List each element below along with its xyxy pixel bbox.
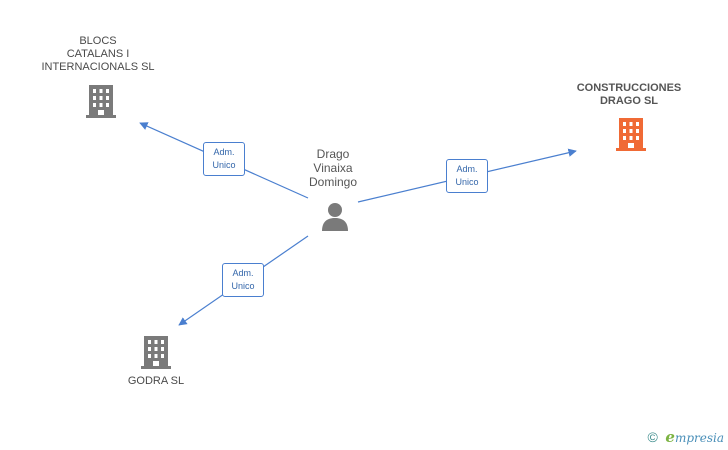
person-name-line: Vinaixa: [313, 161, 353, 175]
company-name-line: CONSTRUCCIONES: [576, 82, 682, 94]
company-label-construcciones[interactable]: CONSTRUCCIONES DRAGO SL: [563, 82, 695, 108]
company-label-godra[interactable]: GODRA SL: [106, 375, 206, 388]
edge-label-blocs[interactable]: Adm. Unico: [203, 142, 245, 176]
edge-label-line: Unico: [231, 281, 255, 291]
edge-label-construcciones[interactable]: Adm. Unico: [446, 159, 488, 193]
company-name-line: BLOCS: [79, 35, 117, 47]
building-icon[interactable]: [140, 334, 172, 370]
brand-logo[interactable]: empresia: [665, 428, 724, 446]
brand-name: mpresia: [674, 431, 724, 445]
person-name-line: Drago: [316, 147, 350, 161]
edge-label-line: Unico: [212, 160, 236, 170]
company-name-line: CATALANS I: [66, 48, 130, 60]
edge-label-line: Adm.: [213, 147, 235, 157]
company-label-blocs[interactable]: BLOCS CATALANS I INTERNACIONALS SL: [38, 35, 158, 74]
edge-label-godra[interactable]: Adm. Unico: [222, 263, 264, 297]
company-name-line: INTERNACIONALS SL: [41, 61, 155, 73]
footer-brand: © empresia: [647, 428, 724, 446]
company-name-line: DRAGO SL: [599, 95, 659, 107]
copyright-symbol: ©: [647, 429, 658, 445]
edge-label-line: Adm.: [456, 164, 478, 174]
brand-initial: e: [665, 428, 675, 446]
company-name-line: GODRA SL: [127, 375, 185, 387]
person-label[interactable]: Drago Vinaixa Domingo: [288, 147, 378, 189]
person-name-line: Domingo: [308, 175, 358, 189]
edge-label-line: Unico: [455, 177, 479, 187]
building-icon[interactable]: [615, 116, 647, 152]
edge-label-line: Adm.: [232, 268, 254, 278]
building-icon[interactable]: [85, 83, 117, 119]
person-icon[interactable]: [320, 201, 350, 231]
